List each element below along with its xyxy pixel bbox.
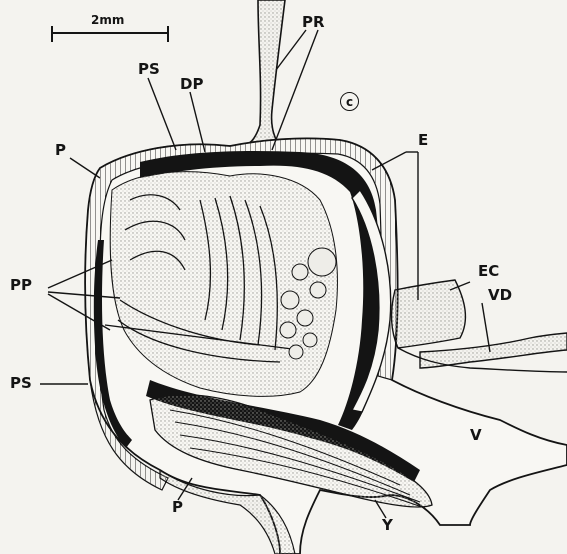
scale-bar-label: 2mm: [91, 14, 124, 26]
label-dp: DP: [180, 77, 203, 92]
label-p-top: P: [55, 143, 66, 158]
duct-pr: [236, 0, 285, 150]
canal-ec: [392, 280, 466, 348]
label-y: Y: [382, 518, 393, 533]
label-p-bottom: P: [172, 500, 183, 515]
label-pr: PR: [302, 15, 325, 30]
panel-letter: c: [340, 92, 359, 111]
label-ps-left: PS: [10, 376, 32, 391]
label-pp: PP: [10, 278, 32, 293]
label-e: E: [418, 133, 428, 148]
label-ec: EC: [478, 264, 499, 279]
label-v: V: [470, 428, 482, 443]
label-vd: VD: [488, 288, 512, 303]
label-ps-top: PS: [138, 62, 160, 77]
scale-bar: [52, 26, 168, 42]
